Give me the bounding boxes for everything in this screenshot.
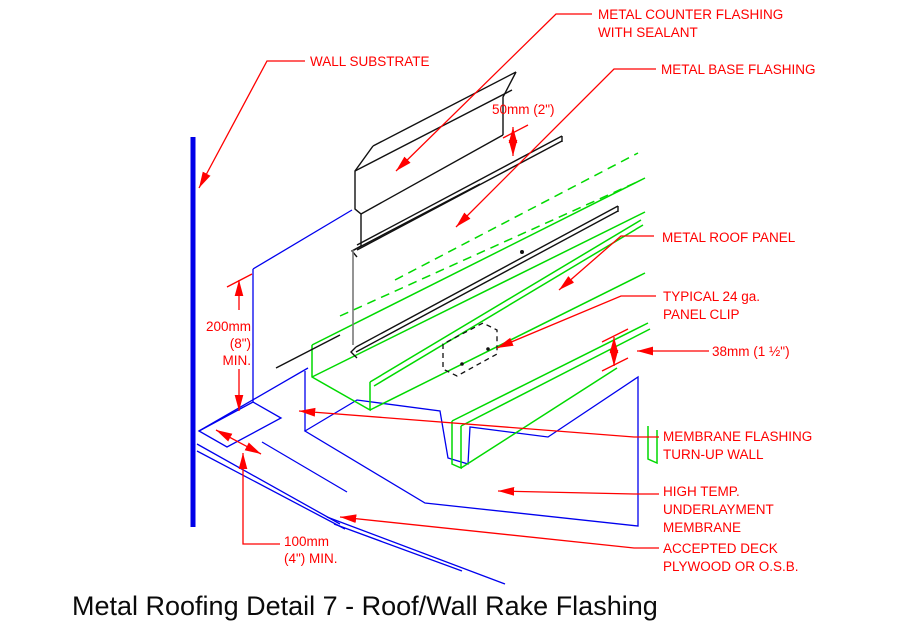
membrane-flashing-label-1: MEMBRANE FLASHING (663, 429, 812, 444)
membrane-turnup-top-edge (252, 209, 353, 270)
panel-rib-leg-right (647, 426, 658, 465)
leader-roof-panel (558, 235, 654, 291)
deck-label-2: PLYWOOD OR O.S.B. (663, 559, 799, 574)
underlayment-label-2: UNDERLAYMENT (663, 502, 774, 517)
leader-100mm (238, 453, 280, 545)
dim-100mm-diagonal-arrow (215, 429, 262, 455)
drawing-title: Metal Roofing Detail 7 - Roof/Wall Rake … (72, 591, 658, 621)
leader-membrane-flashing (298, 407, 659, 438)
leader-counter-flashing (395, 13, 592, 172)
leader-panel-clip (496, 295, 656, 349)
dim-200mm-label-1: 200mm (206, 319, 251, 334)
panel-clip-dashed-outline (442, 322, 498, 377)
dim-38mm-label: 38mm (1 ½") (712, 344, 790, 359)
leader-base-flashing (455, 68, 656, 228)
membrane-flashing-label-2: TURN-UP WALL (663, 447, 764, 462)
clip-fastener-dot (460, 362, 464, 366)
wall-deck-intersection-line (198, 367, 309, 432)
dim-200mm-label-2: (8") (230, 336, 251, 351)
dim-38mm-tick-top (601, 328, 629, 343)
counter-flashing-label-2: WITH SEALANT (598, 25, 698, 40)
membrane-field-hatch (303, 375, 639, 527)
deck-edge-lines (196, 441, 506, 585)
panel-clip-label-1: TYPICAL 24 ga. (663, 289, 760, 304)
base-flashing-label: METAL BASE FLASHING (661, 62, 816, 77)
underlayment-label-3: MEMBRANE (663, 520, 741, 535)
leader-wall-substrate (198, 60, 305, 189)
underlayment-label-1: HIGH TEMP. (663, 484, 740, 499)
metal-base-flashing-lines (275, 135, 619, 369)
panel-rib-leg (451, 421, 462, 470)
annotation-leaders (198, 13, 709, 549)
deck-label-1: ACCEPTED DECK (663, 541, 778, 556)
dim-100mm-label-2: (4") MIN. (284, 551, 338, 566)
counter-flashing-label-1: METAL COUNTER FLASHING (598, 7, 783, 22)
clip-fastener-dot (486, 347, 490, 351)
dim-50mm-label: 50mm (2") (492, 102, 555, 117)
panel-hidden-edge-dashed-2 (394, 152, 639, 281)
dim-100mm-label-1: 100mm (284, 534, 329, 549)
dimension-arrows (215, 124, 629, 455)
panel-clip-label-2: PANEL CLIP (663, 307, 740, 322)
fastener-dot (520, 250, 524, 254)
leader-underlayment (497, 486, 659, 496)
dim-50mm-tick (502, 124, 529, 139)
wall-substrate-label: WALL SUBSTRATE (310, 54, 430, 69)
leader-deck (339, 514, 659, 549)
metal-roof-panel-lines (311, 152, 658, 470)
panel-hidden-edge-dashed-1 (339, 181, 638, 317)
dim-38mm-tick-bottom (601, 357, 629, 372)
dim-200mm-label-3: MIN. (223, 353, 252, 368)
roof-panel-label: METAL ROOF PANEL (662, 230, 796, 245)
